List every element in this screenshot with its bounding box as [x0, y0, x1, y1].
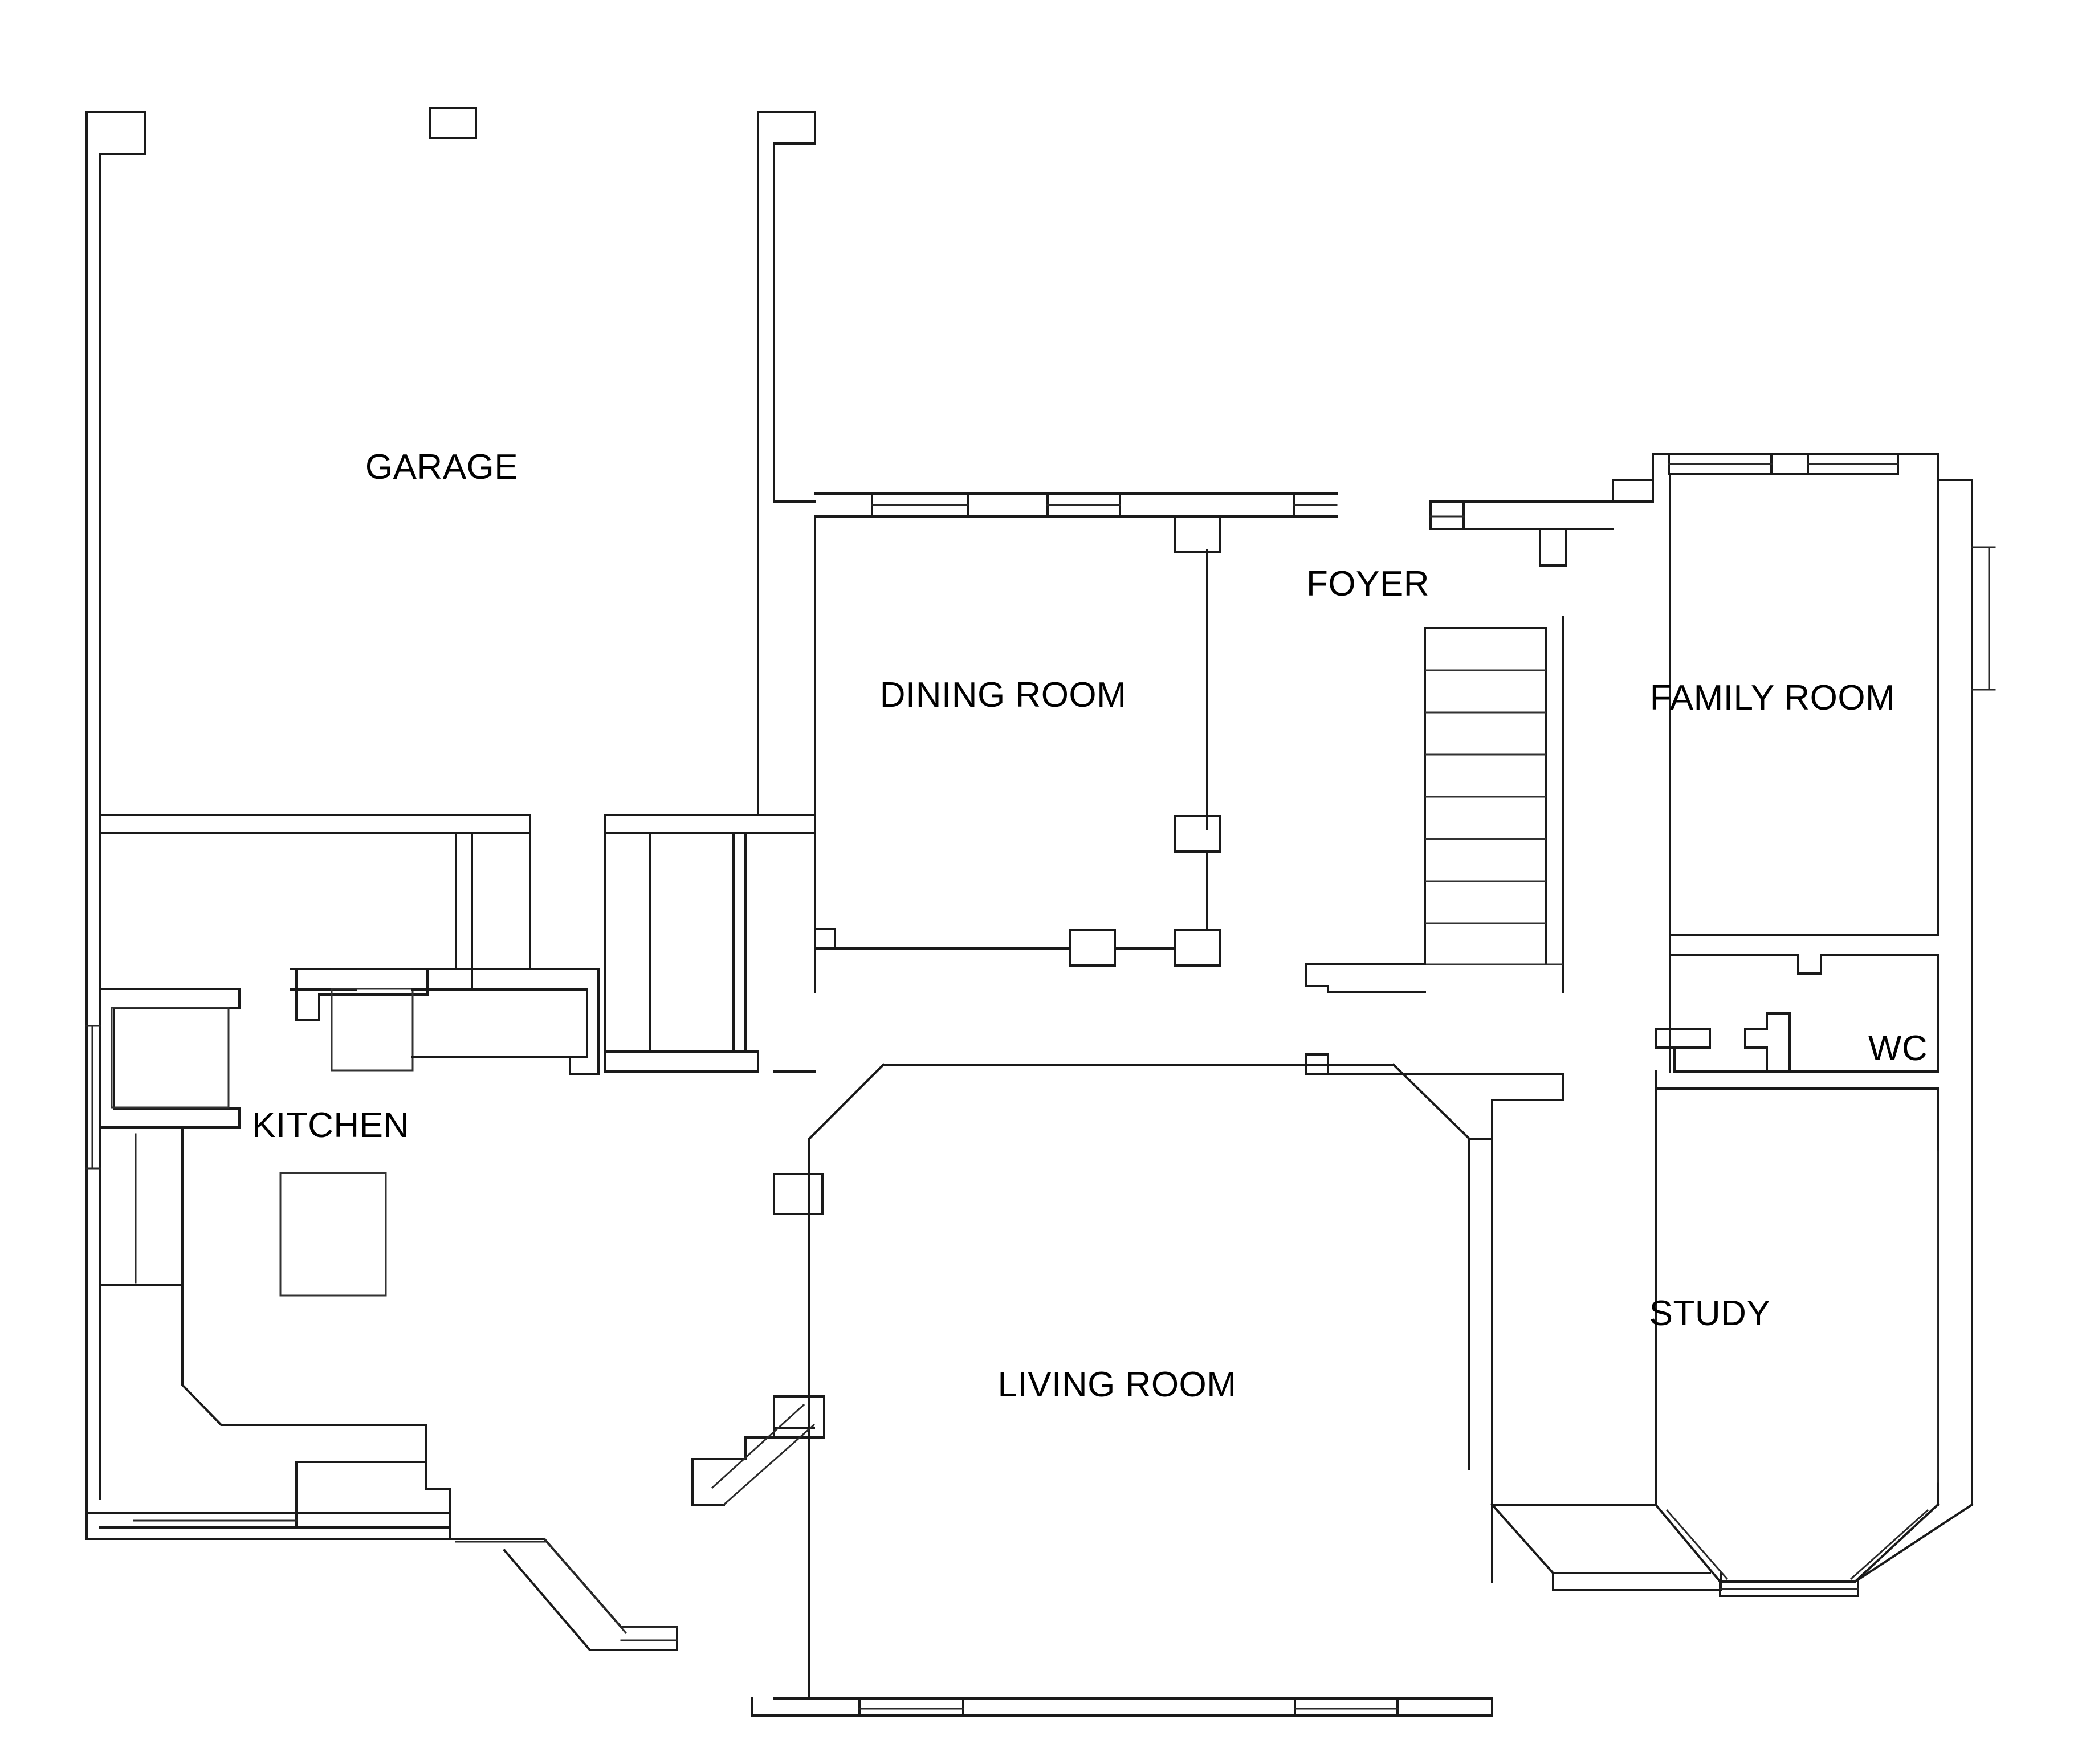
garage-column — [429, 107, 477, 139]
staircase — [1305, 616, 1564, 1075]
foyer-walls — [1429, 479, 1654, 567]
kitchen-sink — [331, 988, 414, 1072]
closet-between-garage-dining — [604, 814, 816, 1073]
dining-column-top — [1174, 515, 1221, 553]
dining-room-walls — [773, 492, 1338, 967]
room-label-family-room: FAMILY ROOM — [1650, 678, 1895, 718]
room-label-wc: WC — [1868, 1029, 1928, 1068]
dining-column-mid — [1174, 815, 1221, 853]
study-walls — [1490, 935, 1974, 1597]
kitchen-cabinet-left — [111, 1007, 230, 1109]
room-label-dining-room: DINING ROOM — [880, 675, 1127, 715]
dining-column-floor — [1069, 929, 1116, 967]
living-room-column-top — [773, 1173, 824, 1215]
room-label-foyer: FOYER — [1306, 564, 1429, 604]
room-label-kitchen: KITCHEN — [252, 1106, 409, 1145]
wc-walls — [1655, 954, 1939, 1090]
room-label-garage: GARAGE — [365, 447, 518, 487]
dining-column-bottom — [1174, 929, 1221, 967]
living-room-column-left — [773, 1395, 825, 1439]
room-label-study: STUDY — [1649, 1294, 1771, 1333]
kitchen-island — [279, 1172, 387, 1297]
family-room-walls — [1576, 453, 1996, 975]
kitchen-walls — [85, 814, 678, 1651]
room-labels: GARAGE DINING ROOM FOYER FAMILY ROOM KIT… — [252, 447, 1928, 1404]
living-room-walls — [691, 1063, 1564, 1717]
staircase-treads — [1425, 669, 1563, 965]
room-label-living-room: LIVING ROOM — [998, 1365, 1237, 1404]
